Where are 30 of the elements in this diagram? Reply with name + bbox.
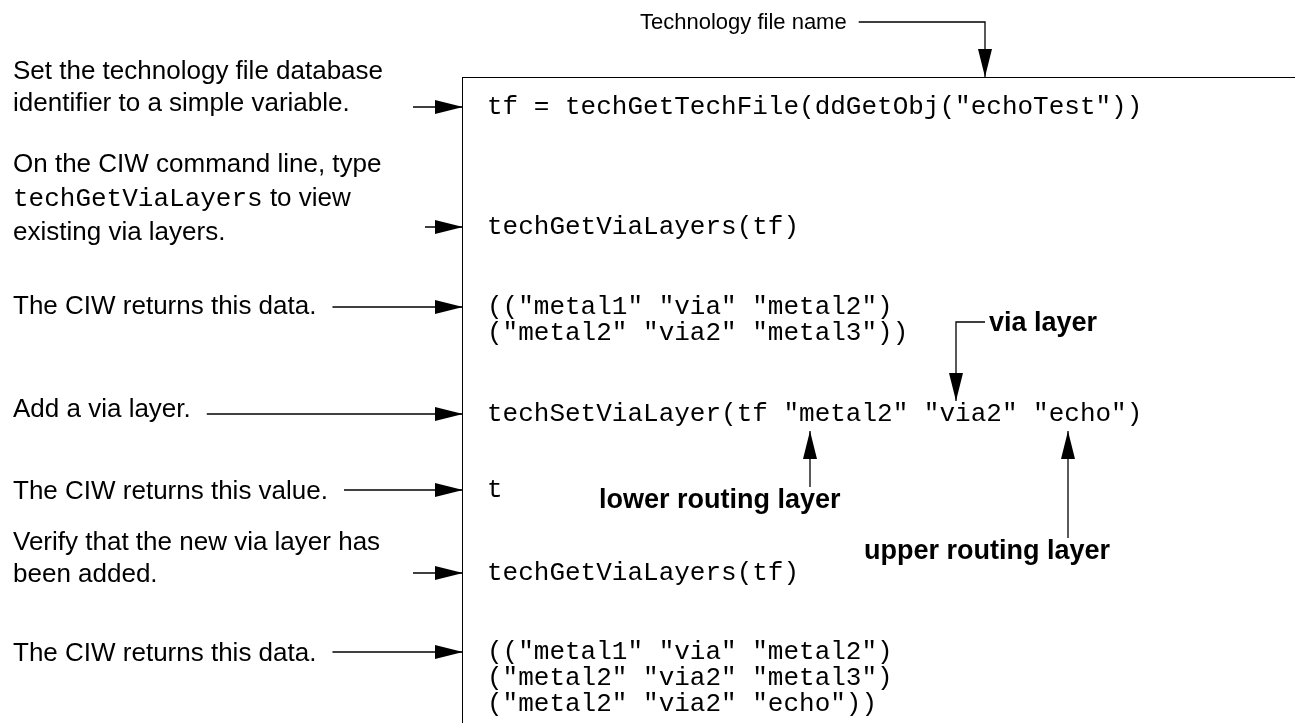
- callout-label: Technology file name: [640, 8, 859, 36]
- code-line: (("metal1" "via" "metal2") ("metal2" "via2" "metal3") ("metal2" "via2" "echo")): [463, 639, 925, 717]
- arrow: [206, 407, 464, 421]
- code-line: techGetViaLayers(tf): [463, 214, 800, 240]
- annotation-text: The CIW returns this value.: [13, 474, 344, 506]
- annotation-text: Add a via layer.: [13, 392, 207, 424]
- code-line: techGetViaLayers(tf): [463, 560, 800, 586]
- arrow: [331, 300, 464, 314]
- annotation-text: Set the technology file database identifier to a simple variable.: [13, 54, 413, 118]
- arrow: [412, 100, 464, 114]
- arrow: [343, 483, 464, 497]
- callout-label: lower routing layer: [599, 483, 841, 515]
- arrow: [803, 430, 817, 488]
- arrow: [1061, 430, 1075, 539]
- code-line: (("metal1" "via" "metal2") ("metal2" "via2" "metal3")): [463, 294, 925, 346]
- annotation-text: On the CIW command line, type techGetViaLayers to view existing via layers.: [13, 147, 425, 247]
- callout-label: via layer: [989, 306, 1098, 338]
- code-window-frame: [462, 77, 1295, 723]
- annotation-text: The CIW returns this data.: [13, 636, 333, 668]
- annotation-text: The CIW returns this data.: [13, 289, 333, 321]
- arrow: [331, 645, 464, 659]
- callout-label: upper routing layer: [864, 534, 1111, 566]
- arrow: [858, 21, 992, 78]
- code-line: tf = techGetTechFile(ddGetObj("echoTest")): [463, 94, 1143, 120]
- code-line: t: [463, 477, 503, 503]
- arrow: [412, 566, 464, 580]
- arrow: [424, 220, 464, 234]
- code-line: techSetViaLayer(tf "metal2" "via2" "echo"): [463, 401, 1143, 427]
- arrow: [949, 321, 986, 402]
- annotation-text: Verify that the new via layer has been added.: [13, 525, 413, 589]
